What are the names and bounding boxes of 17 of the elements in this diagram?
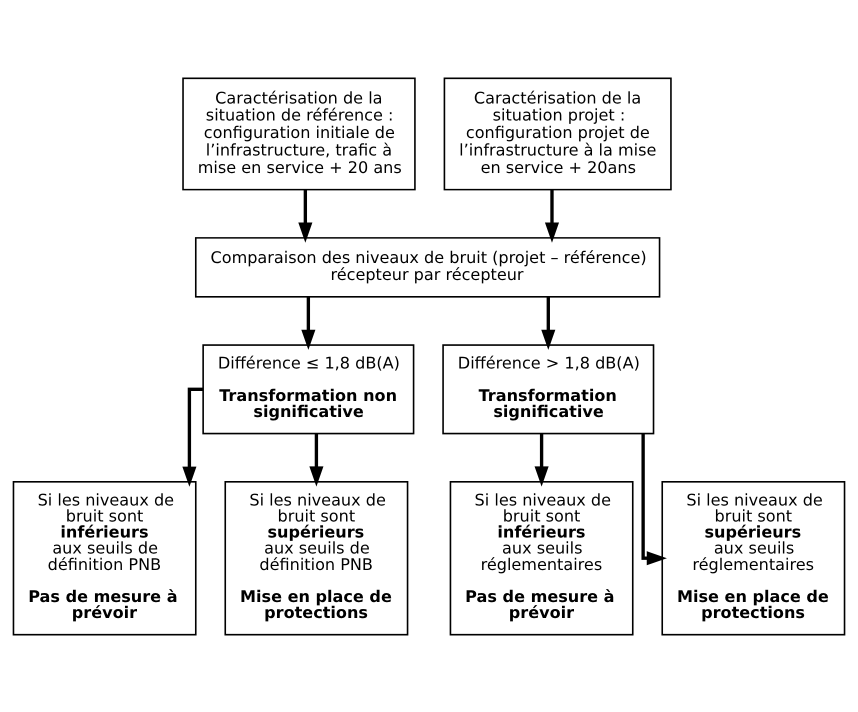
node-box: Comparaison des niveaux de bruit (projet – référence) récepteur par récepteur	[194, 236, 660, 298]
node-box: Si les niveaux de bruit sont inférieurs aux seuils de définition PNB Pas de mesure à prévoir	[12, 480, 197, 635]
arrow	[182, 387, 204, 486]
arrow	[298, 189, 312, 242]
arrow	[544, 189, 560, 242]
node-box: Si les niveaux de bruit sont supérieurs aux seuils de définition PNB Mise en place de protections	[224, 480, 408, 635]
node-box: Caractérisation de la situation projet : configuration projet de l’infrastructure à la mise en service + 20ans	[444, 77, 672, 190]
arrow	[641, 433, 667, 565]
arrow	[541, 296, 556, 350]
node-box: Si les niveaux de bruit sont supérieurs aux seuils réglementaires Mise en place de protections	[661, 480, 846, 635]
node-box: Différence > 1,8 dB(A) Transformation significative	[442, 344, 654, 434]
arrow	[301, 296, 316, 350]
node-box: Caractérisation de la situation de référence : configuration initiale de l’infrastructure, trafic à mise en service + 20 ans	[182, 77, 416, 190]
arrow	[534, 433, 549, 486]
arrow	[309, 433, 324, 486]
node-box: Différence ≤ 1,8 dB(A) Transformation non significative	[202, 344, 414, 434]
node-box: Si les niveaux de bruit sont inférieurs aux seuils réglementaires Pas de mesure à prévoir	[450, 480, 634, 635]
